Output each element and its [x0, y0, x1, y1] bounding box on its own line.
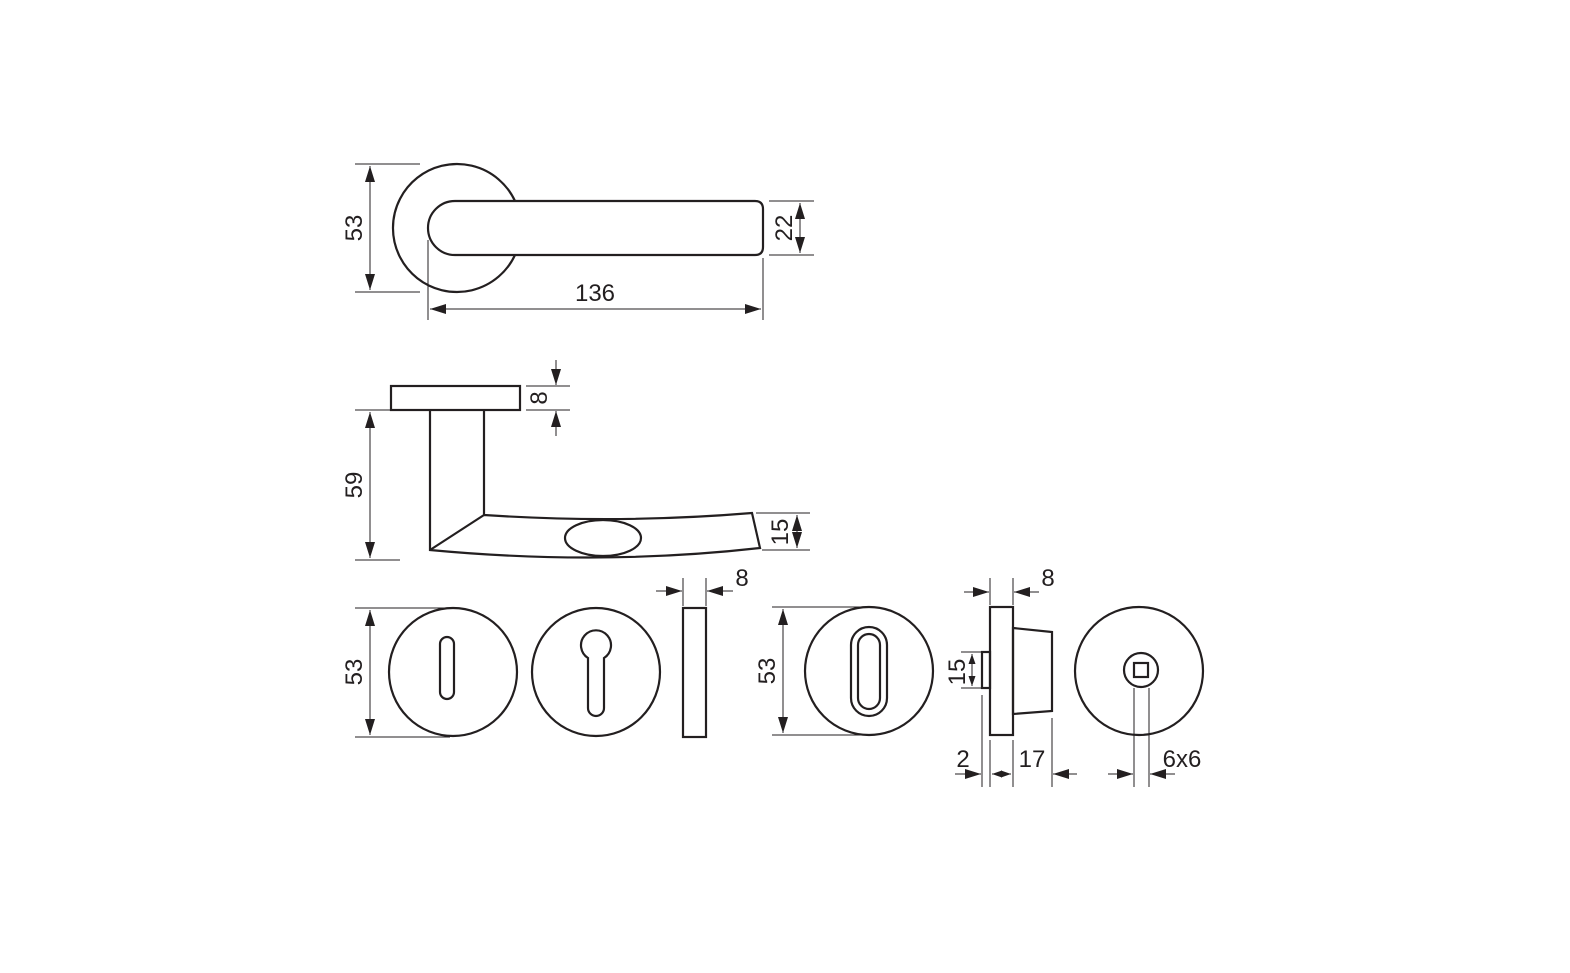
label-escutcheon-diameter: 53: [341, 659, 368, 686]
escutcheon-side: [681, 606, 708, 739]
lever-grip-recess: [563, 518, 643, 558]
wc-set: 53 8 15 2 17 6x6: [754, 565, 1205, 787]
label-knob-depth: 2: [956, 746, 969, 773]
label-lever-thickness: 15: [767, 519, 794, 546]
label-rose-thickness: 8: [526, 391, 553, 404]
escutcheons: 53 8: [341, 565, 749, 739]
lever-side-outline: [428, 410, 762, 559]
spindle-square: [1132, 661, 1150, 679]
wc-body-side: [1011, 626, 1054, 716]
label-knob-height: 15: [944, 659, 971, 686]
indicator-slot-inner: [856, 632, 882, 711]
indicator-slot-outer: [849, 625, 889, 718]
rose-outline: [391, 162, 516, 294]
label-lever-height: 22: [771, 215, 798, 242]
label-wc-diameter: 53: [754, 658, 781, 685]
key-escutcheon: [387, 606, 519, 738]
lever-side-view: 59 8 15: [341, 360, 810, 561]
lever-top-view: 53 136 22: [341, 162, 814, 320]
rose-side: [389, 384, 522, 412]
label-spindle: 6x6: [1163, 746, 1202, 773]
lever-outline: [426, 199, 765, 257]
profile-cylinder-hole: [579, 629, 613, 718]
cylinder-escutcheon: [530, 606, 662, 738]
thumb-turn-side: [980, 650, 992, 690]
wc-spindle-rose: [1073, 605, 1205, 737]
label-lever-length: 136: [575, 280, 615, 307]
label-body-depth: 17: [1019, 746, 1046, 773]
keyhole-slot: [438, 635, 456, 701]
label-projection: 59: [341, 472, 368, 499]
label-escutcheon-thickness: 8: [735, 565, 748, 592]
spindle-boss: [1122, 651, 1160, 689]
label-rose-diameter: 53: [341, 215, 368, 242]
label-wc-thickness: 8: [1041, 565, 1054, 592]
wc-plate-side: [988, 605, 1015, 737]
